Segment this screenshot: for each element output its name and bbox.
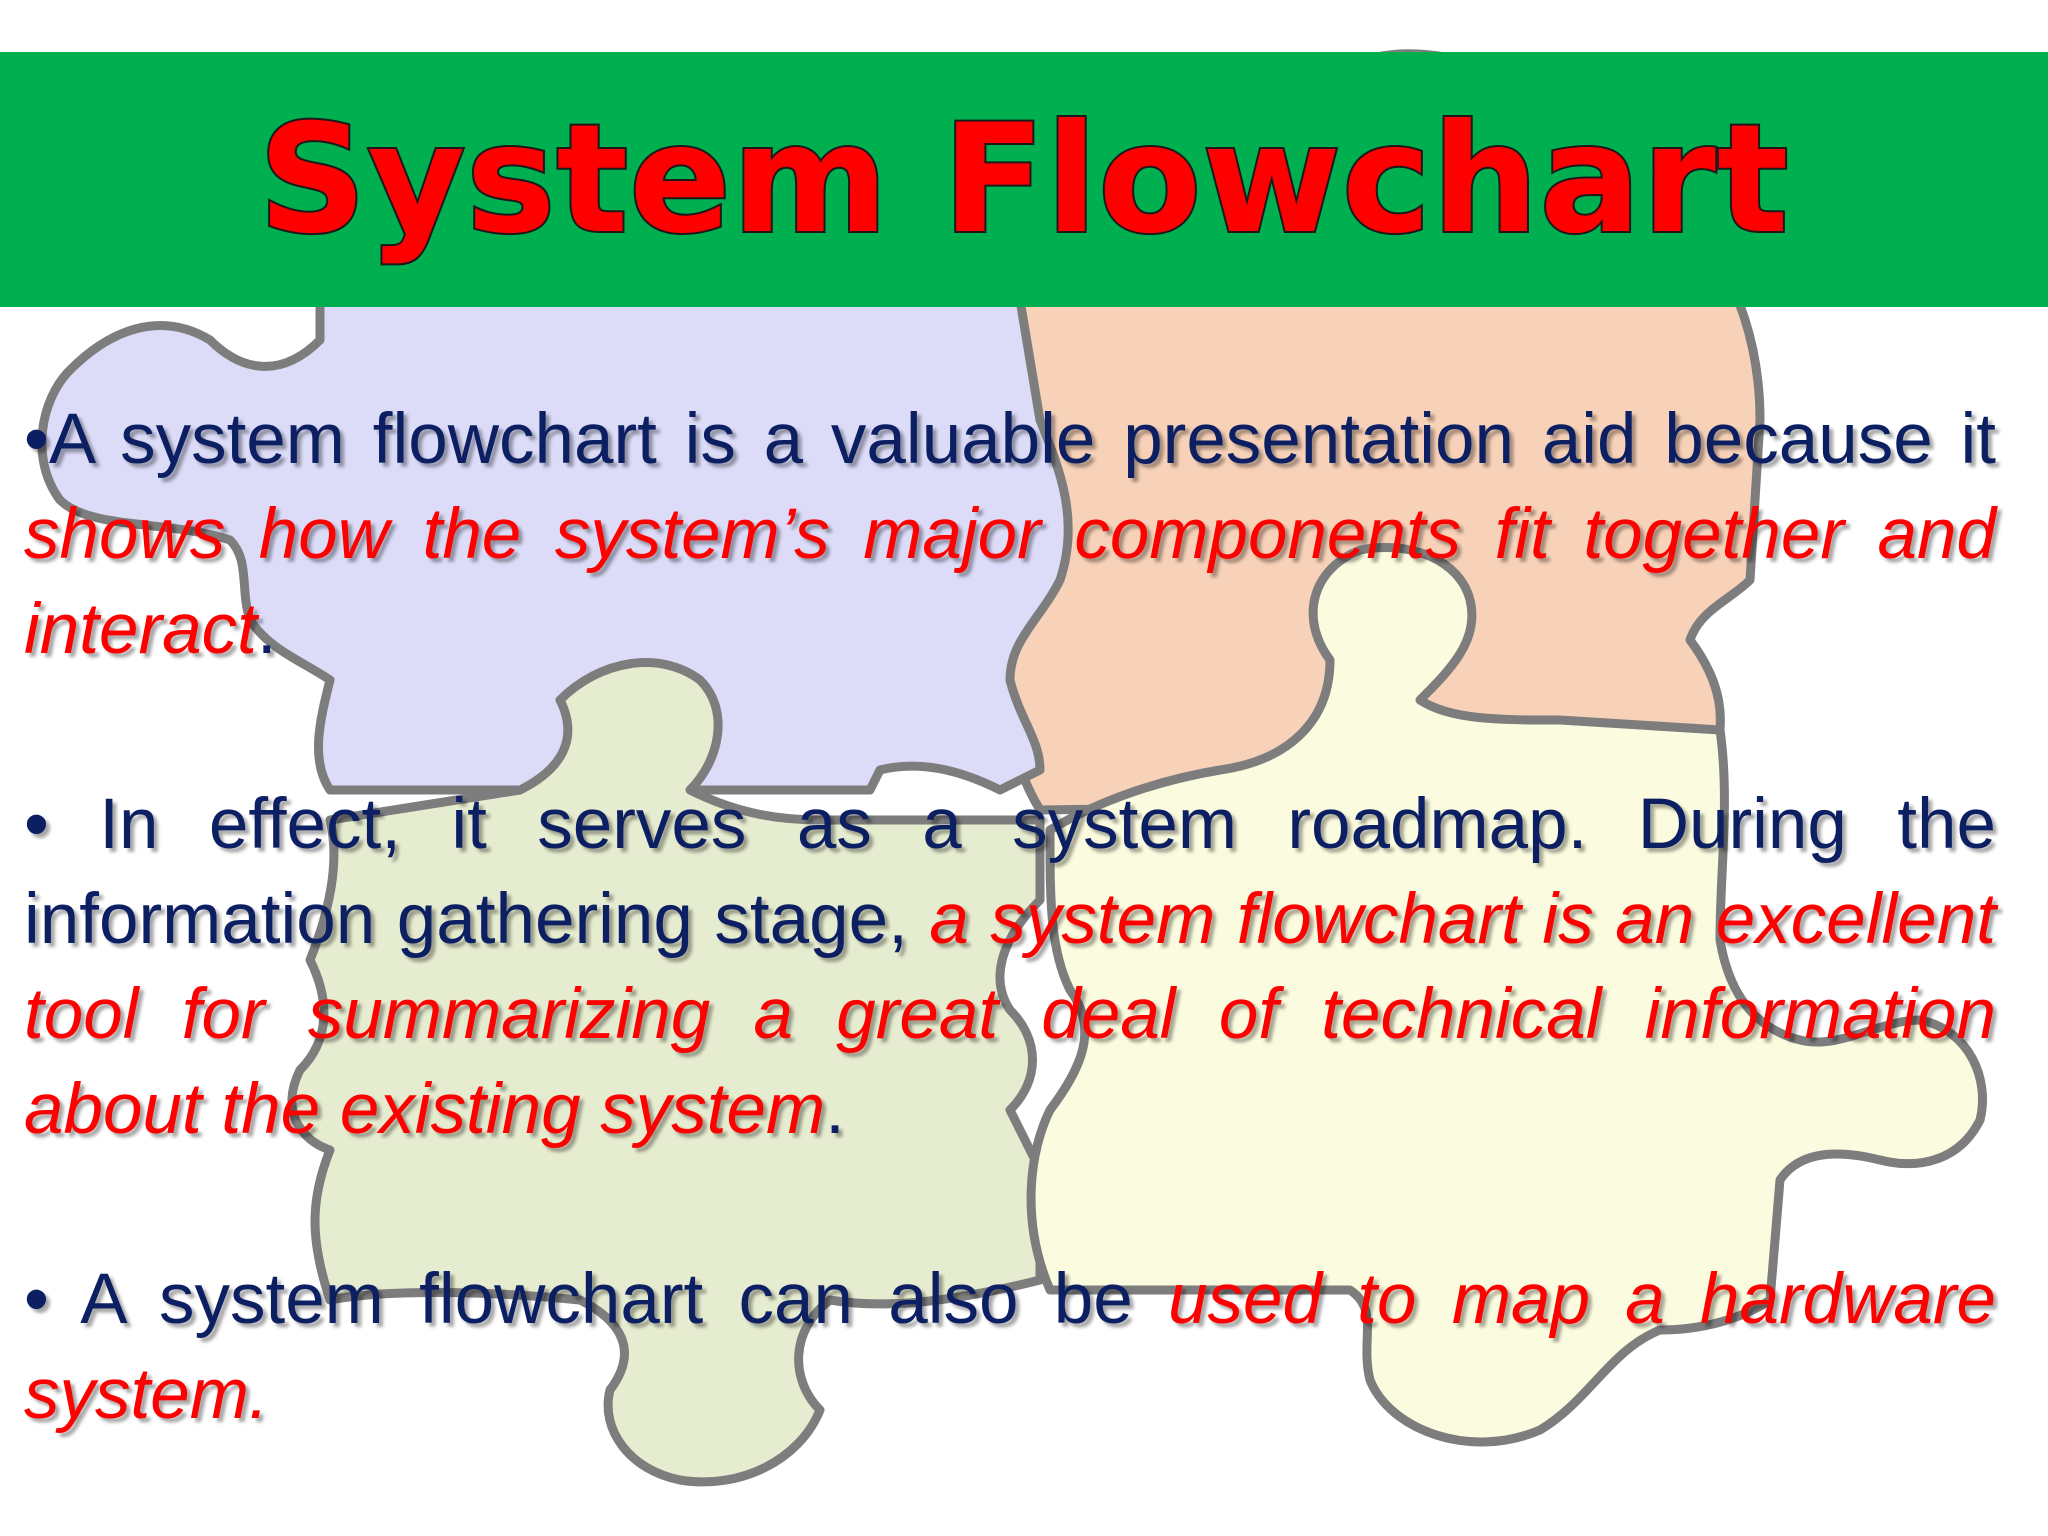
bullet-1: •A system flowchart is a valuable presen… <box>24 392 1996 677</box>
bullet-2: • In effect, it serves as a system roadm… <box>24 777 1996 1157</box>
bullet-marker: • <box>24 785 100 864</box>
bullet-text: A system flowchart is a valuable present… <box>48 400 1996 479</box>
bullet-text-end: . <box>825 1070 845 1149</box>
bullet-text: A system flowchart can also be <box>80 1260 1169 1339</box>
puzzle-piece-green <box>287 658 1045 1487</box>
bullet-emphasis: a system flowchart is an excellent tool … <box>24 880 1996 1149</box>
bullet-emphasis: used to map a hardware system. <box>24 1260 1996 1434</box>
bullet-3: • A system flowchart can also be used to… <box>24 1252 1996 1442</box>
bullet-marker: • <box>24 400 49 479</box>
bullet-text-end: . <box>256 590 277 669</box>
slide-title: System Flowchart <box>256 92 1790 267</box>
puzzle-piece-lavender <box>37 295 1073 795</box>
puzzle-piece-cream <box>1026 542 1987 1447</box>
bullet-emphasis: shows how the system’s major components … <box>24 495 1996 669</box>
bullet-marker: • <box>24 1260 81 1339</box>
title-bar: System Flowchart <box>0 52 2048 307</box>
bullet-text: In effect, it serves as a system roadmap… <box>24 785 1996 959</box>
